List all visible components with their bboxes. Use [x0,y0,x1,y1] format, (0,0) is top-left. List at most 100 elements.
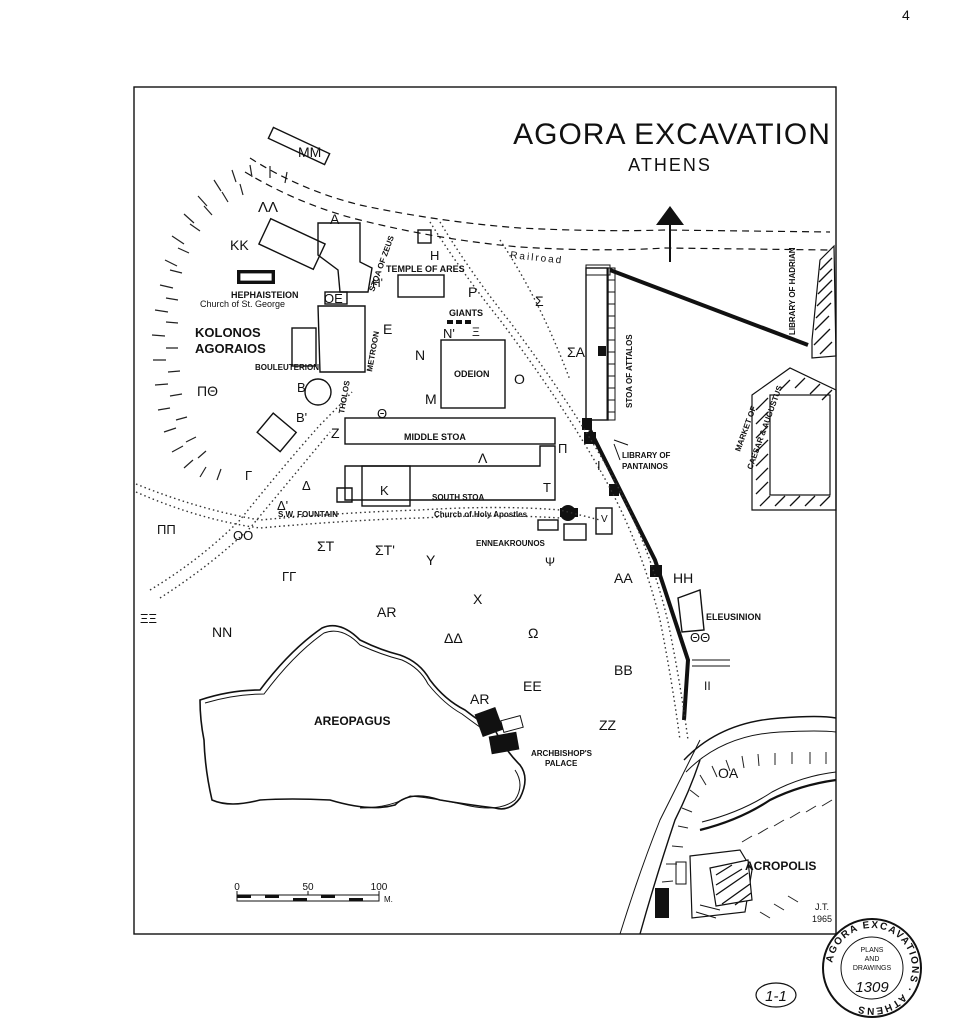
label-tau: T [543,480,551,495]
label-pipi: ΠΠ [157,522,176,537]
label-kolonos: KOLONOS [195,325,261,340]
label-oe: OE [324,291,343,306]
ii-marker [692,659,730,667]
label-south-stoa: SOUTH STOA [432,493,485,502]
label-delta-prime: Δ' [277,498,288,513]
late-roman-wall-north [609,268,809,347]
wall-tower-2 [609,484,619,496]
temple-of-ares [397,274,445,298]
stamp-number: 1309 [855,979,889,996]
label-acropolis: ACROPOLIS [745,859,816,873]
h-building [417,229,432,244]
agora-excavations-stamp: AGORA EXCAVATIONS · ATHENS PLANS AND DRA… [822,918,922,1018]
label-pi-theta: ΠΘ [197,383,218,399]
stamp-line-2: AND [865,956,880,963]
label-church-holy-apostles: Church of Holy Apostles [434,510,528,519]
label-h-prime: H' [372,276,383,290]
label-giants: GIANTS [449,308,483,318]
mm-building [267,126,331,166]
label-enneakrounos: ENNEAKROUNOS [476,539,546,548]
acropolis-hill [619,715,837,935]
stoa-attalos-columns [607,279,615,413]
stoa-attalos-north-end [585,264,611,276]
library-of-hadrian [811,244,837,359]
b-prime-building [256,412,298,453]
label-dd: ΔΔ [444,630,463,646]
label-theta: Θ [377,406,387,421]
label-y: Y [426,552,436,568]
north-arrow-icon [656,206,684,262]
kolonos-hill-hachures [151,164,288,481]
label-agoraios: AGORAIOS [195,341,266,356]
stoa-of-attalos [585,267,609,421]
label-v: V [601,514,608,525]
scale-tick-50: 50 [302,882,314,893]
label-n-prime: N' [443,326,455,341]
label-library-of-pantainos-2: PANTAINOS [622,462,669,471]
railroad-line [244,157,831,251]
scale-tick-100: 100 [371,882,388,893]
map-subtitle: ATHENS [628,155,712,175]
label-xixi: ΞΞ [140,611,157,626]
label-st: ΣT [317,538,335,554]
eleusinion-building [677,589,705,633]
k-building [361,465,411,507]
label-aa: AA [614,570,633,586]
page-mark: 4 [902,7,910,23]
label-sigma-alpha: ΣA [567,344,586,360]
pantainos-pointer [613,439,629,461]
kk-building [257,217,327,271]
label-gamma: Γ [245,468,252,483]
label-ar-2: AR [470,691,489,707]
label-eleusinion: ELEUSINION [706,612,761,622]
label-lambda: Λ [478,450,488,466]
label-archbishops-2: PALACE [545,759,578,768]
label-metroon: METROON [365,330,381,372]
label-sigma: Σ [535,293,544,309]
label-stoa-of-attalos: STOA OF ATTALOS [625,334,634,408]
label-xi: Ξ [472,325,480,339]
label-church-st-george: Church of St. George [200,299,285,309]
label-kk: KK [230,237,249,253]
metroon-building [317,305,366,373]
v-building [595,507,613,535]
ancient-roads [135,221,689,741]
label-psi: Ψ [545,555,555,569]
label-temple-of-ares: TEMPLE OF ARES [386,264,465,274]
label-nn: NN [212,624,232,640]
label-beta: B [297,380,306,395]
oe-building [324,291,348,305]
sheet-mark: 1-1 [765,988,787,1005]
middle-stoa [344,417,556,445]
label-archbishops-1: ARCHBISHOP'S [531,749,593,758]
tholos-building [304,378,332,406]
label-library-of-hadrian: LIBRARY OF HADRIAN [788,247,797,335]
railroad-label: Railroad [510,250,564,267]
label-eta: H [430,248,439,263]
label-ii: II [704,679,711,693]
enneakrounos-building [537,519,559,531]
label-gg: ΓΓ [282,569,296,584]
credit-initials: J.T. [815,902,829,912]
label-library-of-pantainos-1: LIBRARY OF [622,451,671,460]
stoa-attalos-corner [582,418,592,430]
wall-tower-3 [650,565,662,577]
label-odeion: ODEION [454,369,490,379]
label-bouleuterion: BOULEUTERION [255,363,319,372]
label-oa: OA [718,765,739,781]
label-a: A [330,211,340,227]
label-pi: Π [558,441,567,456]
label-areopagus: AREOPAGUS [314,714,390,728]
label-mm: MM [298,144,321,160]
wall-tower-1 [584,432,596,444]
stamp-line-1: PLANS [861,947,884,954]
label-ee: EE [523,678,542,694]
label-omega: Ω [528,625,538,641]
map-title: AGORA EXCAVATION [513,118,831,151]
label-middle-stoa: MIDDLE STOA [404,432,466,442]
scale-bar [236,891,380,902]
label-delta: Δ [302,478,311,493]
label-bb: BB [614,662,633,678]
market-caesar-augustus [751,367,837,511]
